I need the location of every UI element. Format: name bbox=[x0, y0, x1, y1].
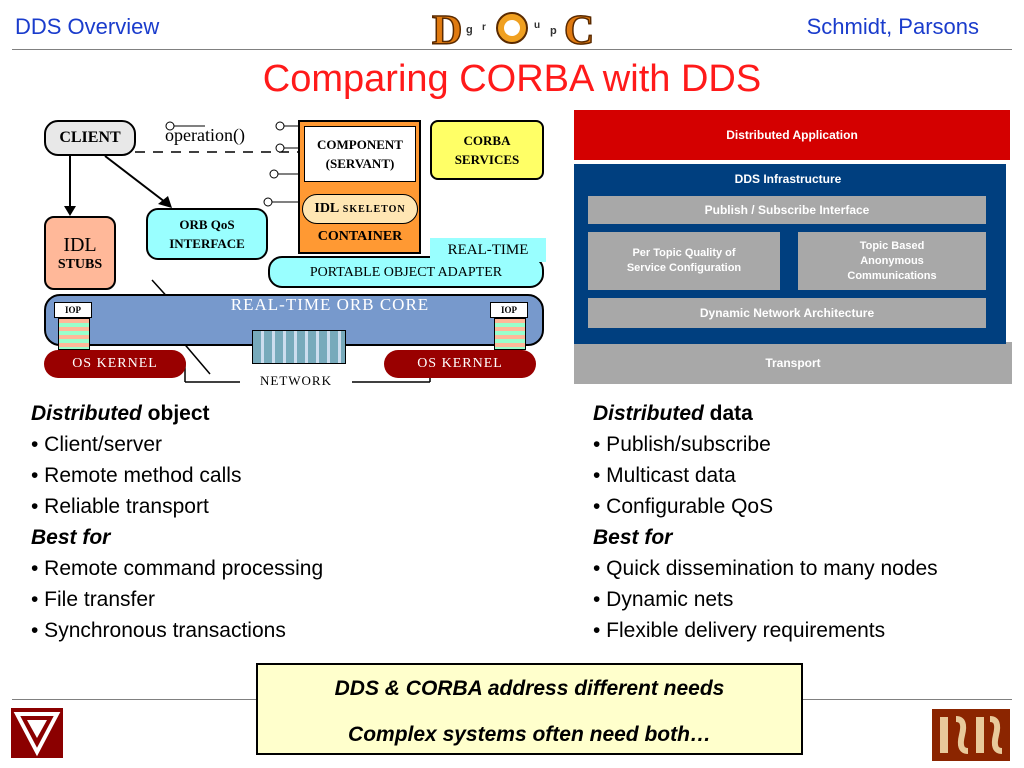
right-heading: Distributed data bbox=[593, 398, 938, 429]
right-bullet: • Publish/subscribe bbox=[593, 433, 771, 456]
left-heading-italic: Distributed bbox=[31, 402, 142, 425]
os-kernel-right: OS KERNEL bbox=[384, 350, 536, 378]
footer-rule-right bbox=[803, 699, 1012, 700]
right-best-for: Best for bbox=[593, 522, 938, 553]
vanderbilt-logo bbox=[11, 708, 63, 758]
logo-letter-c: C bbox=[564, 8, 594, 48]
client-box: CLIENT bbox=[44, 120, 136, 156]
left-bullet: • Remote method calls bbox=[31, 464, 242, 487]
note-line-1: DDS & CORBA address different needs bbox=[334, 677, 725, 700]
corba-services-box: CORBA SERVICES bbox=[430, 120, 544, 180]
left-best-bullet: • File transfer bbox=[31, 588, 156, 611]
network-hub-icon bbox=[252, 330, 346, 364]
idl-skeleton-box: IDL SKELETON bbox=[302, 194, 418, 224]
isis-logo bbox=[932, 709, 1010, 761]
corba-diagram: CLIENT operation() COMPONENT (SERVANT) I… bbox=[40, 112, 552, 390]
right-heading-italic: Distributed bbox=[593, 402, 704, 425]
iop-left-stack bbox=[58, 318, 90, 350]
iop-right-stack bbox=[494, 318, 526, 350]
left-best-for: Best for bbox=[31, 522, 323, 553]
logo-letter-r: r bbox=[482, 22, 486, 33]
slide-title: Comparing CORBA with DDS bbox=[262, 58, 762, 100]
iop-right: IOP bbox=[490, 302, 528, 318]
right-bullet: • Multicast data bbox=[593, 464, 736, 487]
dds-diagram: Transport DDS Infrastructure Distributed… bbox=[574, 110, 1012, 385]
left-heading-rest: object bbox=[141, 402, 210, 425]
dds-infrastructure-label: DDS Infrastructure bbox=[734, 172, 842, 186]
header-rule bbox=[12, 49, 1012, 50]
component-box: COMPONENT (SERVANT) bbox=[304, 126, 416, 182]
dynamic-network-bar: Dynamic Network Architecture bbox=[588, 298, 986, 328]
per-topic-qos-box: Per Topic Quality of Service Configurati… bbox=[588, 232, 780, 290]
logo-letter-u: u bbox=[534, 20, 540, 31]
topic-based-box: Topic Based Anonymous Communications bbox=[798, 232, 986, 290]
logo-circle-inner bbox=[504, 20, 520, 36]
left-bullet: • Reliable transport bbox=[31, 495, 209, 518]
header-right-text: Schmidt, Parsons bbox=[806, 14, 979, 39]
logo-letter-g: g bbox=[466, 24, 473, 36]
distributed-application-bar: Distributed Application bbox=[574, 110, 1010, 160]
footer-rule-left bbox=[12, 699, 256, 700]
note-line-2: Complex systems often need both… bbox=[348, 723, 711, 746]
idl-skeleton-word: SKELETON bbox=[342, 203, 406, 215]
rt-poa-line1: REAL-TIME bbox=[430, 238, 546, 262]
orb-qos-box: ORB QoS INTERFACE bbox=[146, 208, 268, 260]
right-bullet: • Configurable QoS bbox=[593, 495, 774, 518]
summary-note-box: DDS & CORBA address different needs Comp… bbox=[256, 663, 803, 755]
orb-core-label: REAL-TIME ORB CORE bbox=[230, 295, 430, 314]
operation-label: operation() bbox=[165, 124, 245, 145]
idl-skeleton-idl: IDL bbox=[314, 201, 340, 216]
right-heading-rest: data bbox=[703, 402, 753, 425]
left-bullet: • Client/server bbox=[31, 433, 163, 456]
left-best-bullet: • Remote command processing bbox=[31, 557, 324, 580]
pub-sub-interface-bar: Publish / Subscribe Interface bbox=[588, 196, 986, 224]
left-best-bullet: • Synchronous transactions bbox=[31, 619, 286, 642]
right-best-bullet: • Flexible delivery requirements bbox=[593, 619, 886, 642]
left-heading: Distributed object bbox=[31, 398, 323, 429]
os-kernel-left: OS KERNEL bbox=[44, 350, 186, 378]
logo-letter-d: D bbox=[432, 8, 462, 48]
right-best-for-text: Best for bbox=[593, 526, 673, 549]
left-best-for-text: Best for bbox=[31, 526, 111, 549]
right-best-bullet: • Dynamic nets bbox=[593, 588, 734, 611]
logo-letter-p: p bbox=[550, 25, 557, 37]
header-left-text: DDS Overview bbox=[15, 14, 160, 39]
rt-poa-line2: PORTABLE OBJECT ADAPTER bbox=[309, 265, 503, 280]
iop-left: IOP bbox=[54, 302, 92, 318]
idl-stubs-box: IDL STUBS bbox=[44, 216, 116, 290]
container-label: CONTAINER bbox=[317, 229, 403, 244]
doc-group-logo: D g r u p C bbox=[430, 4, 600, 55]
network-label: NETWORK bbox=[240, 372, 352, 390]
right-best-bullet: • Quick dissemination to many nodes bbox=[593, 557, 938, 580]
left-column: Distributed object • Client/server • Rem… bbox=[31, 398, 323, 646]
transport-bar: Transport bbox=[574, 342, 1012, 384]
idl-stubs-idl: IDL bbox=[63, 233, 97, 256]
idl-stubs-word: STUBS bbox=[57, 256, 103, 272]
right-column: Distributed data • Publish/subscribe • M… bbox=[593, 398, 938, 646]
